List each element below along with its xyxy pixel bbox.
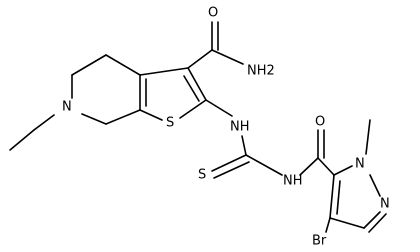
bond-c7-c7a [105, 109, 141, 125]
bond-c5-n1 [333, 165, 353, 176]
atom-s-thiophene: S [166, 116, 174, 131]
atom-n2-pyrazole: N [380, 197, 390, 212]
bond-cs-s [211, 154, 247, 172]
bond-nh-cacyl [299, 157, 319, 176]
atom-br: Br [312, 234, 327, 249]
atom-n1-pyrazole: N [355, 157, 365, 172]
bond-c4-c5 [329, 174, 335, 219]
bond-c-c-upper [71, 54, 107, 76]
atom-o-carboxamide: O [208, 6, 218, 21]
bond-c3a-c3 [139, 67, 189, 76]
atom-nh-link: NH [230, 120, 250, 135]
bond-ethyl-ch2-n [33, 114, 55, 131]
atom-n-ring: N [62, 100, 72, 115]
bond-cacyl-c5 [317, 157, 335, 176]
bond-c4-c5-double [336, 180, 341, 215]
bond-nh-cs [241, 135, 247, 156]
bond-s-c7a [139, 109, 163, 121]
bond-n2-c3 [363, 211, 381, 229]
bond-n-c7 [81, 113, 107, 125]
bond-ethyl-ch3-ch2 [9, 129, 35, 151]
bond-c3-camide [187, 49, 213, 69]
atom-o-acyl: O [315, 115, 325, 130]
bond-n2-c3-double [368, 213, 387, 233]
bond-n1-methyl [365, 119, 371, 155]
bond-n1-n2 [369, 174, 381, 197]
atom-nh-mid: NH [283, 174, 303, 189]
bond-camide-n [211, 49, 244, 65]
bond-c-c3a [105, 54, 141, 76]
bond-cs-nh [245, 154, 283, 176]
atom-s-thiocarbonyl: S [198, 168, 206, 183]
bond-c2-s [179, 99, 207, 119]
bonds [9, 21, 387, 233]
atom-nh2-amide: NH2 [247, 64, 275, 79]
atom-labels: O NH2 N S NH O S NH N N Br [62, 6, 390, 249]
bond-c3-c4 [329, 217, 365, 229]
bond-c3-c2-double [183, 75, 200, 102]
bond-c3-c2 [187, 67, 207, 101]
bond-cs-s-double [213, 161, 250, 179]
bond-c4-br [325, 217, 331, 233]
bond-c2-nh [205, 99, 233, 117]
